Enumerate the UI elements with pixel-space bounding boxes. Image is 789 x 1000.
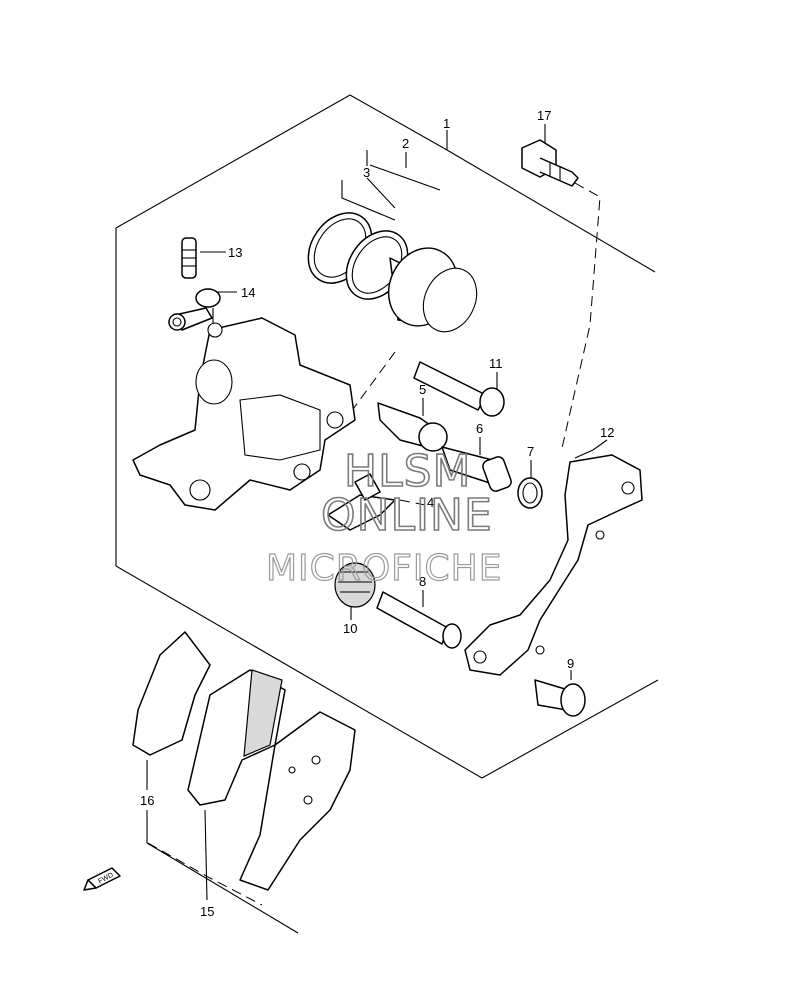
pin-bolt-11 (413, 361, 505, 417)
boot-10 (334, 562, 376, 608)
bolt-17 (521, 139, 579, 187)
part-label-6: 6 (476, 421, 483, 436)
part-number-labels: 1 2 3 4 5 6 7 8 9 10 11 12 13 14 15 16 1… (140, 108, 614, 919)
part-label-7: 7 (527, 444, 534, 459)
sleeve-pin-8 (376, 591, 462, 649)
part-label-16: 16 (140, 793, 154, 808)
part-label-12: 12 (600, 425, 614, 440)
part-label-5: 5 (419, 382, 426, 397)
pad-spring-4 (327, 473, 396, 531)
watermark: HLSM ONLINE MICROFICHE (265, 445, 502, 589)
forward-arrow-icon: FWD (83, 867, 121, 891)
caliper-bracket-12 (464, 454, 643, 676)
part-label-2: 2 (402, 136, 409, 151)
part-label-9: 9 (567, 656, 574, 671)
watermark-line-3: MICROFICHE (266, 548, 502, 589)
boot-5 (377, 402, 448, 452)
watermark-line-2: ONLINE (321, 490, 493, 541)
part-label-10: 10 (343, 621, 357, 636)
pin-6 (441, 446, 512, 492)
part-label-17: 17 (537, 108, 551, 123)
part-label-13: 13 (228, 245, 242, 260)
part-label-1: 1 (443, 116, 450, 131)
part-label-11: 11 (489, 356, 503, 371)
cap-14 (168, 288, 221, 331)
part-label-3: 3 (363, 165, 370, 180)
brake-pads (132, 631, 356, 891)
part-label-15: 15 (200, 904, 214, 919)
watermark-line-1: HLSM (344, 446, 472, 497)
piston-2 (387, 247, 478, 333)
part-label-8: 8 (419, 574, 426, 589)
caliper-body-1 (132, 317, 356, 511)
assembly-outline (115, 94, 659, 934)
sleeve-9 (534, 679, 586, 717)
washer-7 (517, 477, 543, 509)
bleeder-screw-13 (181, 237, 197, 279)
part-label-14: 14 (241, 285, 255, 300)
part-label-4: 4 (427, 495, 434, 510)
